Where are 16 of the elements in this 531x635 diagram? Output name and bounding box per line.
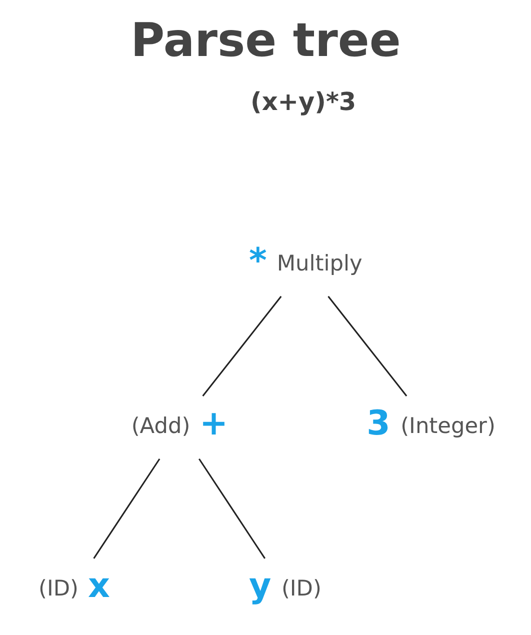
node-text: x [88,566,110,606]
label: (x+y)*3 [250,86,356,116]
connector [202,296,282,396]
node-text: y [248,566,271,606]
node-label: Multiply [276,252,362,277]
node-text: + [198,403,228,444]
node-label: (Integer) [400,414,495,440]
diagram-title: Parse tree [130,12,400,67]
node-text: * [248,241,266,282]
node-label: (ID) [280,576,321,602]
connector [198,458,266,559]
node-text: 3 [366,403,390,444]
connector [327,296,407,396]
node-label: (ID) [38,576,78,602]
node-label: (Add) [130,414,190,440]
connector [92,458,160,559]
